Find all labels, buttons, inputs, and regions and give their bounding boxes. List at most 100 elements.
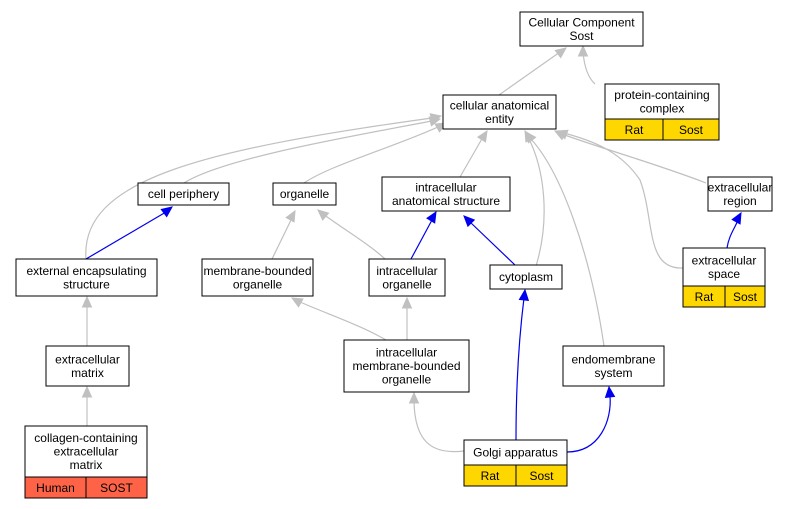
term-label-line: organelle bbox=[382, 277, 432, 291]
is-a-edge bbox=[81, 295, 93, 346]
term-label-line: extracellular bbox=[55, 352, 120, 366]
is-a-edge bbox=[81, 385, 93, 426]
arrowhead bbox=[290, 297, 304, 308]
term-box bbox=[707, 176, 773, 212]
term-label-line: endomembrane bbox=[571, 352, 655, 366]
part-of-edge bbox=[566, 385, 616, 453]
term-label-line: system bbox=[594, 366, 632, 380]
arrowhead bbox=[525, 131, 537, 144]
term-label-line: cellular anatomical bbox=[450, 98, 549, 112]
term-box bbox=[201, 258, 314, 297]
go-term-collagen-containing-extracellular-matrix[interactable]: collagen-containingextracellularmatrixHu… bbox=[24, 425, 148, 499]
term-box bbox=[489, 264, 563, 290]
arrowhead bbox=[317, 209, 330, 221]
term-label-line: structure bbox=[63, 277, 110, 291]
is-a-edge bbox=[271, 209, 296, 260]
is-a-edge bbox=[290, 297, 387, 341]
part-of-edge bbox=[726, 211, 742, 249]
arrowhead bbox=[577, 44, 589, 57]
is-a-edge bbox=[498, 47, 567, 96]
term-label-line: organelle bbox=[382, 373, 432, 387]
term-label-line: matrix bbox=[70, 458, 103, 472]
is-a-edge bbox=[317, 209, 386, 260]
is-a-edge bbox=[401, 296, 413, 340]
arrowhead bbox=[731, 211, 742, 225]
is-a-edge bbox=[408, 391, 465, 453]
annotation-gene: SOST bbox=[100, 481, 133, 495]
term-label-line: extracellular bbox=[708, 180, 773, 194]
annotation-gene: Sost bbox=[529, 469, 554, 483]
term-box bbox=[272, 182, 337, 206]
term-label-line: cytoplasm bbox=[499, 270, 553, 284]
annotation-badge: Rat Sost bbox=[463, 464, 568, 487]
term-label-line: protein-containing bbox=[614, 88, 709, 102]
part-of-edge bbox=[463, 215, 516, 266]
term-box bbox=[562, 345, 665, 387]
arrowhead bbox=[555, 129, 569, 140]
annotation-species: Rat bbox=[695, 290, 714, 304]
arrowhead bbox=[463, 215, 476, 228]
part-of-edge bbox=[410, 210, 437, 260]
is-a-edge bbox=[577, 44, 596, 85]
annotation-species: Rat bbox=[481, 469, 500, 483]
part-of-edge bbox=[85, 206, 173, 260]
annotation-gene: Sost bbox=[679, 123, 704, 137]
arrowhead bbox=[285, 209, 296, 223]
term-label-line: organelle bbox=[280, 187, 330, 201]
arrowhead bbox=[160, 206, 173, 218]
term-label-line: Cellular Component bbox=[528, 15, 635, 29]
term-label-line: matrix bbox=[71, 366, 104, 380]
annotation-species: Human bbox=[36, 481, 75, 495]
term-label-line: Golgi apparatus bbox=[473, 446, 558, 460]
term-label-line: external encapsulating bbox=[26, 264, 146, 278]
term-label-line: membrane-bounded bbox=[352, 359, 460, 373]
term-label-line: complex bbox=[640, 101, 685, 115]
edges-layer bbox=[81, 44, 742, 453]
arrowhead bbox=[426, 210, 437, 224]
is-a-edge bbox=[183, 116, 442, 184]
is-a-edge bbox=[459, 129, 488, 178]
arrowhead bbox=[554, 47, 567, 59]
term-label-line: organelle bbox=[233, 277, 283, 291]
arrowhead bbox=[604, 385, 616, 398]
term-label-line: entity bbox=[485, 112, 514, 126]
term-label-line: extracellular bbox=[54, 445, 119, 459]
go-term-cytoplasm[interactable]: cytoplasm bbox=[489, 264, 563, 290]
arrowhead bbox=[401, 296, 413, 309]
arrowhead bbox=[428, 116, 442, 127]
term-label-line: cell periphery bbox=[148, 187, 219, 201]
term-box bbox=[343, 339, 470, 393]
term-label-line: collagen-containing bbox=[34, 431, 137, 445]
term-label-line: anatomical structure bbox=[392, 194, 500, 208]
arrowhead bbox=[81, 295, 93, 308]
arrowhead bbox=[408, 391, 420, 404]
term-box bbox=[519, 11, 644, 47]
term-box bbox=[381, 176, 511, 212]
term-label-line: extracellular bbox=[692, 253, 757, 267]
term-label-line: intracellular bbox=[415, 180, 476, 194]
part-of-edge bbox=[515, 288, 530, 441]
go-term-organelle[interactable]: organelle bbox=[272, 182, 337, 206]
term-box bbox=[45, 345, 130, 387]
term-label-line: membrane-bounded bbox=[203, 264, 311, 278]
go-term-cell-periphery[interactable]: cell periphery bbox=[137, 182, 230, 206]
arrowhead bbox=[476, 129, 488, 143]
term-box bbox=[442, 94, 557, 130]
is-a-edge bbox=[525, 131, 605, 347]
